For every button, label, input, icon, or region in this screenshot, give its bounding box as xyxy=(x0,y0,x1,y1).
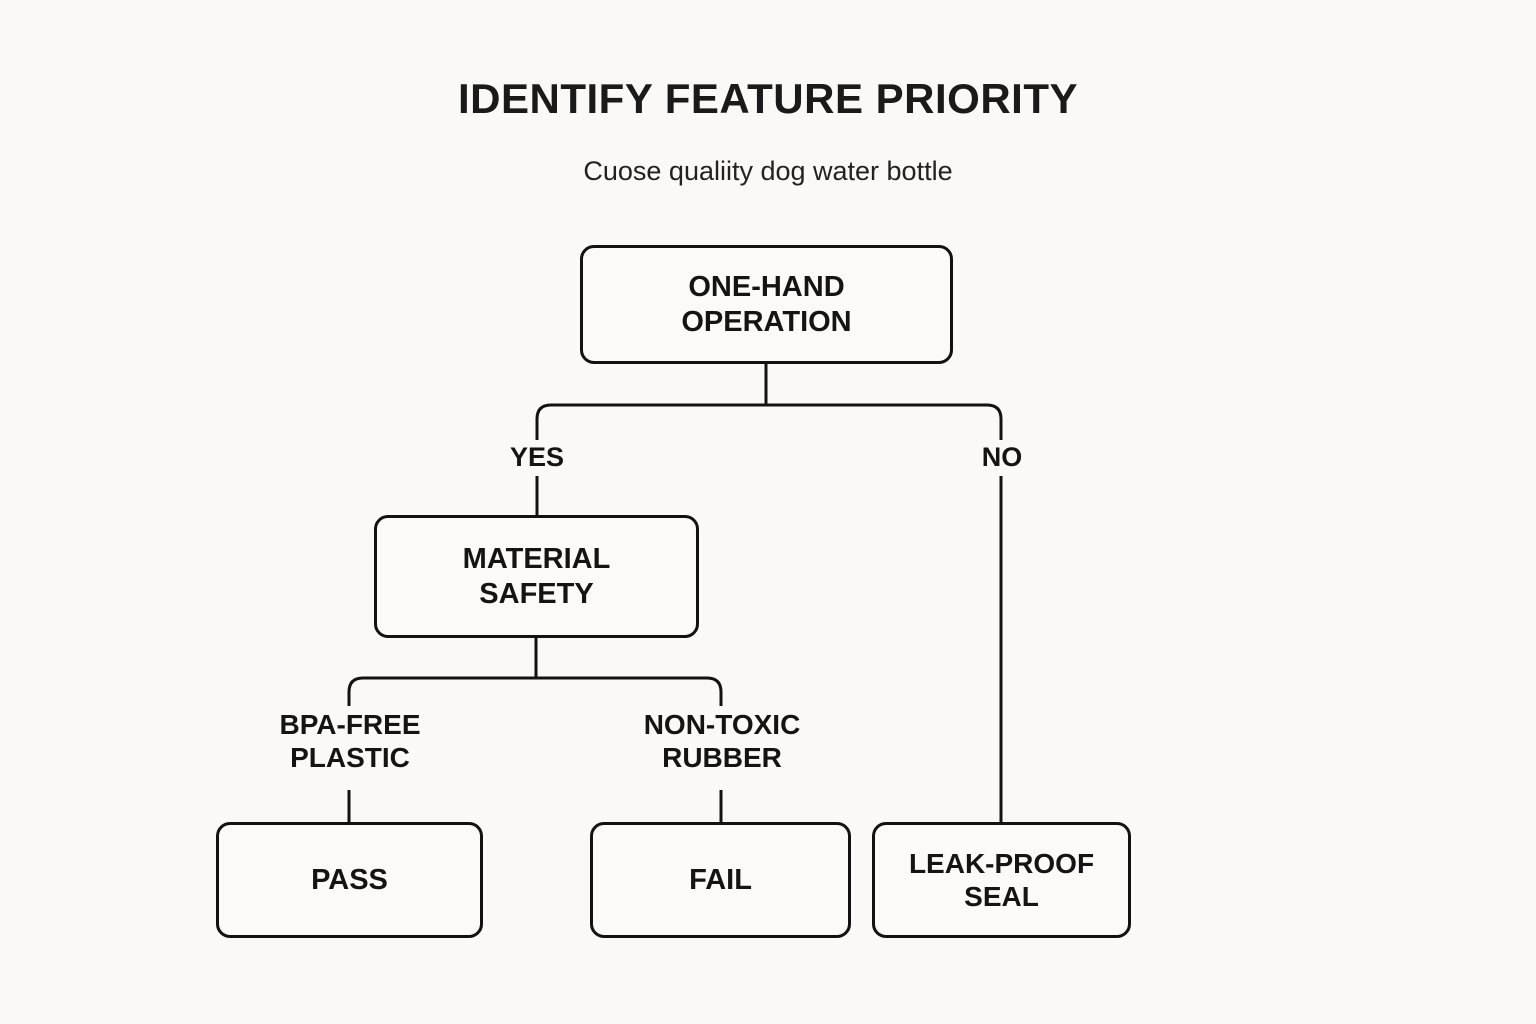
node-one-hand-operation[interactable]: ONE-HAND OPERATION xyxy=(580,245,953,364)
edge-label-no: NO xyxy=(912,440,1092,476)
edge-label-yes: YES xyxy=(447,440,627,476)
node-pass[interactable]: PASS xyxy=(216,822,483,938)
node-leak-proof-seal[interactable]: LEAK-PROOF SEAL xyxy=(872,822,1131,938)
node-material-safety[interactable]: MATERIAL SAFETY xyxy=(374,515,699,638)
page-title: IDENTIFY FEATURE PRIORITY xyxy=(458,75,1078,122)
edge-label-bpa-free-plastic: BPA-FREE PLASTIC xyxy=(228,706,472,777)
edge-label-non-toxic-rubber: NON-TOXIC RUBBER xyxy=(600,706,844,777)
node-fail[interactable]: FAIL xyxy=(590,822,851,938)
page-subtitle: Cuose qualiity dog water bottle xyxy=(583,156,953,186)
